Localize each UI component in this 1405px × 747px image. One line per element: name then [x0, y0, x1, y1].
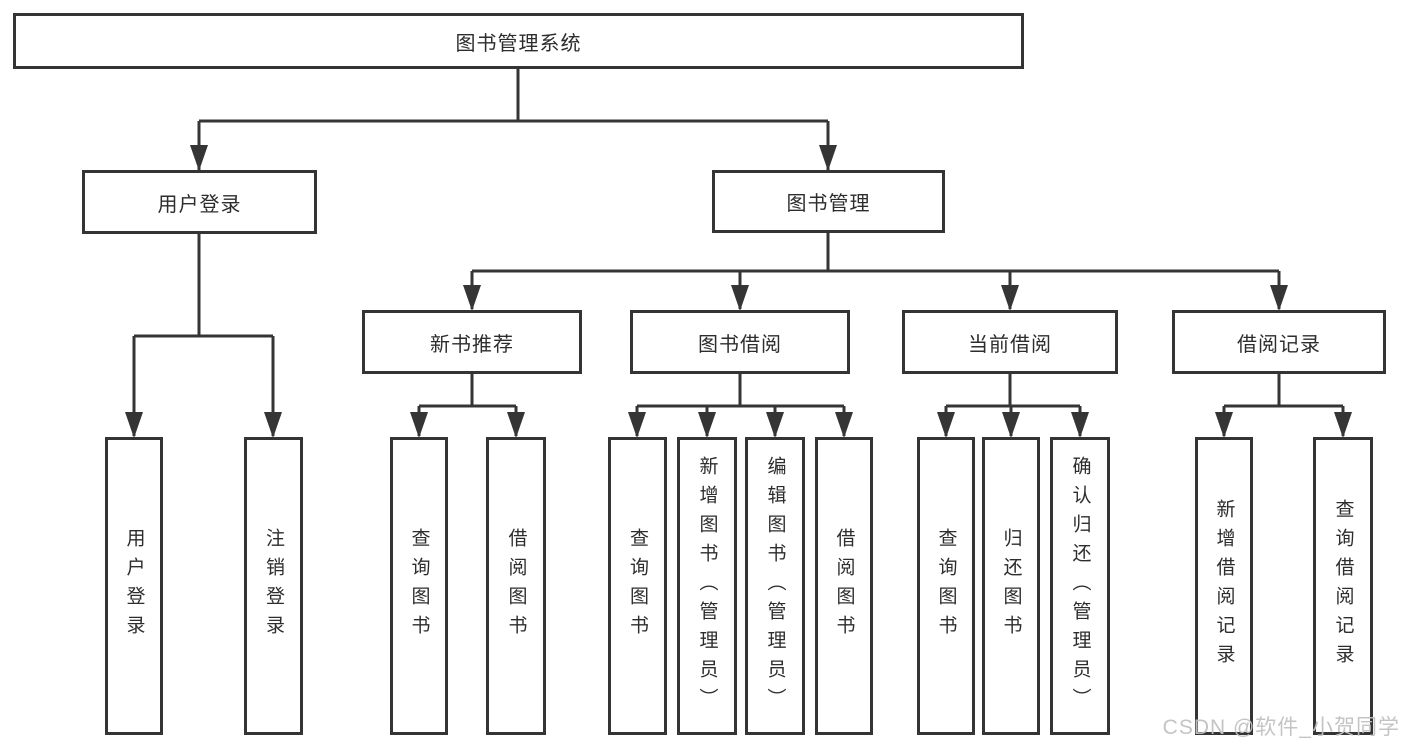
arrow-icon	[628, 412, 646, 438]
arrow-icon	[1334, 412, 1352, 438]
leaf-user-login-label: 用户登录	[123, 528, 145, 644]
leaf-logout: 注销登录	[244, 437, 303, 735]
arrow-icon	[1215, 412, 1233, 438]
leaf-query-books-borrow: 查询图书	[608, 437, 667, 735]
leaf-add-book-admin-label: 新增图书（管理员）	[696, 455, 718, 717]
node-current-borrow-label: 当前借阅	[968, 333, 1052, 356]
arrow-icon	[463, 285, 481, 311]
leaf-query-books-rec-label: 查询图书	[408, 528, 430, 644]
arrow-icon	[835, 412, 853, 438]
arrow-icon	[766, 412, 784, 438]
arrow-icon	[264, 412, 282, 438]
leaf-query-books-current-label: 查询图书	[935, 528, 957, 644]
node-user-login: 用户登录	[82, 170, 317, 234]
arrow-icon	[410, 412, 428, 438]
leaf-return-books-label: 归还图书	[1000, 528, 1022, 644]
arrow-icon	[731, 285, 749, 311]
edge-root-to-level2	[197, 67, 830, 170]
leaf-query-books-current: 查询图书	[917, 437, 975, 735]
arrow-icon	[937, 412, 955, 438]
leaf-borrow-books-borrow-label: 借阅图书	[833, 528, 855, 644]
leaf-query-books-rec: 查询图书	[390, 437, 448, 735]
leaf-query-borrow-record: 查询借阅记录	[1313, 437, 1373, 735]
leaf-query-borrow-record-label: 查询借阅记录	[1332, 499, 1354, 673]
arrow-icon	[1270, 285, 1288, 311]
arrow-icon	[190, 145, 208, 171]
node-current-borrow: 当前借阅	[902, 310, 1118, 374]
node-new-book-rec: 新书推荐	[362, 310, 582, 374]
node-borrow-records-label: 借阅记录	[1237, 333, 1321, 356]
edge-userlogin-to-children	[132, 232, 275, 436]
watermark: CSDN @软件_小贺同学	[1162, 716, 1400, 739]
node-root: 图书管理系统	[13, 13, 1024, 69]
leaf-query-books-borrow-label: 查询图书	[627, 528, 648, 644]
edge-bookborrow-to-children	[635, 372, 846, 436]
edge-bookmgmt-to-level3	[470, 231, 1281, 309]
leaf-confirm-return-admin: 确认归还（管理员）	[1050, 437, 1110, 735]
leaf-edit-book-admin-label: 编辑图书（管理员）	[764, 455, 786, 717]
edge-borrowrecords-to-children	[1222, 372, 1345, 436]
leaf-borrow-books-borrow: 借阅图书	[815, 437, 873, 735]
arrow-icon	[1071, 412, 1089, 438]
arrow-icon	[125, 412, 143, 438]
leaf-confirm-return-admin-label: 确认归还（管理员）	[1069, 455, 1091, 717]
arrowheads	[125, 145, 1352, 438]
node-new-book-rec-label: 新书推荐	[430, 333, 514, 356]
leaf-add-borrow-record-label: 新增借阅记录	[1213, 499, 1235, 673]
leaf-borrow-books-rec: 借阅图书	[486, 437, 546, 735]
leaf-return-books: 归还图书	[982, 437, 1040, 735]
node-book-mgmt: 图书管理	[712, 170, 945, 233]
node-root-label: 图书管理系统	[455, 32, 582, 55]
leaf-add-book-admin: 新增图书（管理员）	[677, 437, 737, 735]
leaf-logout-label: 注销登录	[263, 528, 284, 644]
node-book-borrow: 图书借阅	[630, 310, 850, 374]
node-book-mgmt-label: 图书管理	[786, 193, 871, 215]
arrow-icon	[1002, 412, 1020, 438]
node-book-borrow-label: 图书借阅	[698, 333, 782, 356]
edge-newbookrec-to-children	[417, 372, 518, 436]
arrow-icon	[1001, 285, 1019, 311]
leaf-user-login: 用户登录	[105, 437, 163, 735]
leaf-edit-book-admin: 编辑图书（管理员）	[745, 437, 805, 735]
leaf-borrow-books-rec-label: 借阅图书	[505, 528, 527, 644]
arrow-icon	[698, 412, 716, 438]
node-borrow-records: 借阅记录	[1172, 310, 1386, 374]
arrow-icon	[819, 145, 837, 171]
node-user-login-label: 用户登录	[157, 193, 242, 216]
arrow-icon	[507, 412, 525, 438]
leaf-add-borrow-record: 新增借阅记录	[1195, 437, 1253, 735]
